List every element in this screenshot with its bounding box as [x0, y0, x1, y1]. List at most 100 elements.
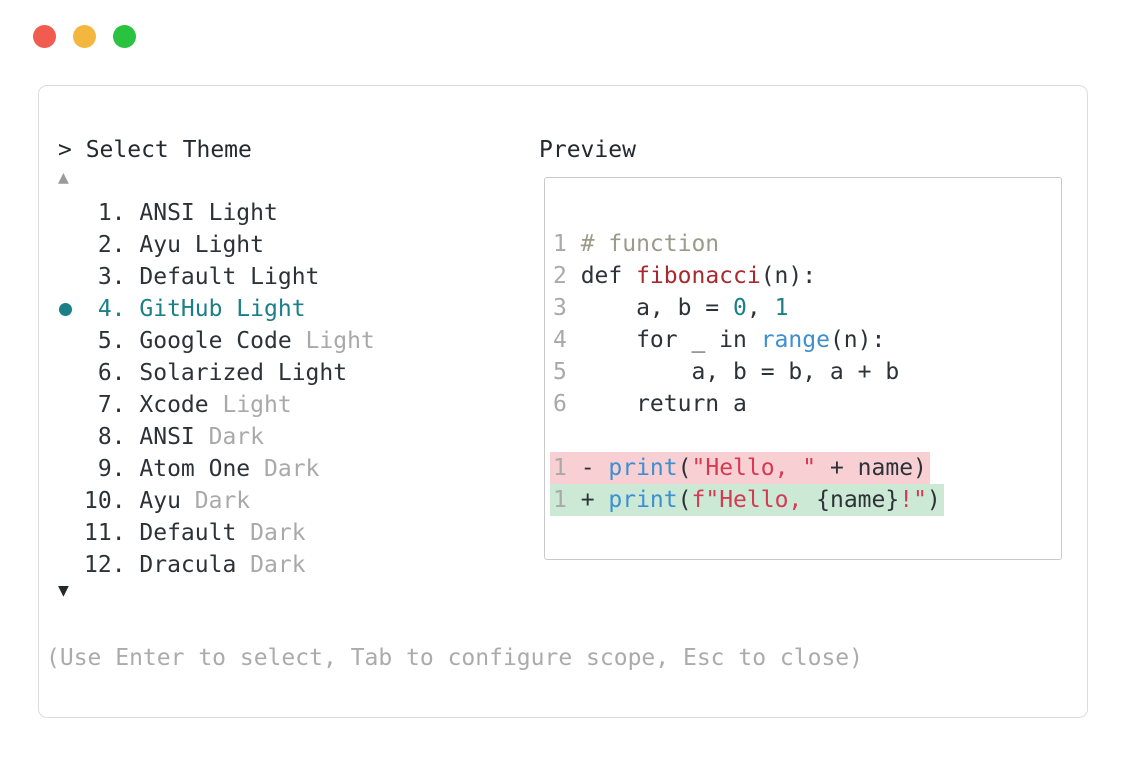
- theme-item-ayu-light[interactable]: 2. Ayu Light: [58, 229, 538, 261]
- code-line-content: 3 a, b = 0, 1: [550, 292, 791, 324]
- code-line: 2 def fibonacci(n):: [553, 260, 944, 292]
- code-line-diff-added: 1 + print(f"Hello, {name}!"): [550, 484, 944, 516]
- theme-item-label: Ayu: [139, 488, 181, 514]
- code-token-function: fibonacci: [636, 263, 761, 289]
- help-text: (Use Enter to select, Tab to configure s…: [46, 645, 863, 671]
- code-token-builtin: print: [608, 487, 678, 513]
- selected-dot-icon: [58, 302, 84, 316]
- code-line-content: 1- print("Hello, " + name): [550, 452, 930, 484]
- theme-list: 1.ANSI Light 2. Ayu Light 3. Default Light 4.…: [58, 197, 538, 581]
- theme-item-solarized-light[interactable]: 6. Solarized Light: [58, 357, 538, 389]
- theme-item-variant: Dark: [264, 456, 320, 482]
- theme-item-variant: Dark: [194, 488, 251, 514]
- code-token-string: "Hello, ": [691, 455, 817, 481]
- line-number: 3: [553, 295, 567, 321]
- theme-item-label: Xcode: [139, 392, 209, 418]
- theme-item-label: Dracula: [139, 552, 237, 578]
- minimize-button[interactable]: [73, 25, 96, 48]
- code-token-plain: ): [926, 487, 941, 513]
- theme-item-ayu[interactable]: 10. Ayu Dark: [58, 485, 538, 517]
- code-token-number: 0: [733, 295, 747, 321]
- code-line-content: 6 return a: [550, 388, 750, 420]
- code-token-comment: # function: [580, 231, 720, 257]
- code-line-content: 2 def fibonacci(n):: [550, 260, 819, 292]
- code-line-content: 1 # function: [550, 228, 722, 260]
- theme-item-google-code[interactable]: 5. Google Code Light: [58, 325, 538, 357]
- theme-item-ansi[interactable]: 8. ANSI Dark: [58, 421, 538, 453]
- theme-item-github-light[interactable]: 4.GitHub Light: [58, 293, 538, 325]
- theme-item-variant: Dark: [250, 552, 306, 578]
- theme-item-dracula[interactable]: 12. Dracula Dark: [58, 549, 538, 581]
- code-line-content: 1 + print(f"Hello, {name}!"): [550, 484, 944, 516]
- code-line: 3 a, b = 0, 1: [553, 292, 944, 324]
- line-number: 5: [553, 359, 567, 385]
- line-number: 4: [553, 327, 567, 353]
- code-token-string: f"Hello,: [691, 487, 817, 513]
- line-number: 1: [553, 455, 567, 481]
- code-token-plain: -: [580, 455, 609, 481]
- theme-item-label: Default Light: [139, 264, 320, 290]
- theme-item-default-light[interactable]: 3. Default Light: [58, 261, 538, 293]
- code-token-plain: def: [580, 263, 637, 289]
- theme-item-variant: Light: [305, 328, 375, 354]
- code-line-diff-removed: 1- print("Hello, " + name): [550, 452, 944, 484]
- scroll-up-icon[interactable]: ▲: [58, 167, 69, 188]
- code-token-plain: +: [580, 487, 609, 513]
- line-number: 2: [553, 263, 567, 289]
- theme-item-ansi-light[interactable]: 1.ANSI Light: [58, 197, 538, 229]
- theme-item-number: 9.: [97, 456, 126, 482]
- code-token-plain: + name): [816, 455, 927, 481]
- code-token-plain: return a: [580, 391, 747, 417]
- theme-item-number: 8.: [97, 424, 126, 450]
- theme-item-label: Atom One: [139, 456, 251, 482]
- code-line: 1 # function: [553, 228, 944, 260]
- theme-item-number: 6.: [97, 360, 126, 386]
- scroll-down-icon[interactable]: ▼: [58, 580, 69, 601]
- theme-item-number: 11.: [84, 520, 126, 546]
- close-button[interactable]: [33, 25, 56, 48]
- code-token-plain: (n):: [760, 263, 817, 289]
- maximize-button[interactable]: [113, 25, 136, 48]
- theme-item-variant: Dark: [250, 520, 306, 546]
- theme-item-label: Google Code: [139, 328, 292, 354]
- select-theme-prompt: > Select Theme: [58, 137, 252, 163]
- code-token-builtin: print: [608, 455, 678, 481]
- line-number: 6: [553, 391, 567, 417]
- selection-dot-icon: [59, 302, 72, 316]
- code-line-content: 4 for _ in range(n):: [550, 324, 888, 356]
- code-token-number: 1: [774, 295, 789, 321]
- theme-item-label: ANSI Light: [139, 200, 278, 226]
- line-number: 1: [553, 487, 567, 513]
- theme-item-label: Default: [139, 520, 237, 546]
- code-token-plain: for _ in: [580, 327, 761, 353]
- theme-item-number: 2.: [97, 232, 126, 258]
- code-line: 5 a, b = b, a + b: [553, 356, 944, 388]
- theme-item-label: ANSI: [139, 424, 195, 450]
- code-token-builtin: range: [760, 327, 830, 353]
- preview-title: Preview: [539, 137, 636, 163]
- code-token-plain: a, b =: [580, 295, 734, 321]
- theme-item-atom-one[interactable]: 9. Atom One Dark: [58, 453, 538, 485]
- code-token-plain: ,: [746, 295, 775, 321]
- theme-item-number: 10.: [84, 488, 126, 514]
- line-number: 1: [553, 231, 567, 257]
- theme-item-number: 7.: [97, 392, 126, 418]
- theme-item-number: 5.: [97, 328, 126, 354]
- code-token-string: !": [899, 487, 927, 513]
- theme-item-number: 3.: [97, 264, 126, 290]
- code-line: 6 return a: [553, 388, 944, 420]
- theme-item-variant: Light: [222, 392, 292, 418]
- theme-item-number: 12.: [84, 552, 126, 578]
- theme-item-number: 4.: [97, 296, 126, 322]
- theme-item-variant: Dark: [208, 424, 264, 450]
- theme-item-default[interactable]: 11. Default Dark: [58, 517, 538, 549]
- theme-item-xcode[interactable]: 7. Xcode Light: [58, 389, 538, 421]
- theme-item-label: Ayu Light: [139, 232, 264, 258]
- code-token-plain: (n):: [829, 327, 886, 353]
- code-token-plain: (: [677, 487, 692, 513]
- theme-picker-dialog: > Select Theme ▲ 1.ANSI Light 2. Ayu Light…: [38, 85, 1088, 718]
- code-token-plain: {name}: [816, 487, 900, 513]
- theme-item-label: Solarized Light: [139, 360, 348, 386]
